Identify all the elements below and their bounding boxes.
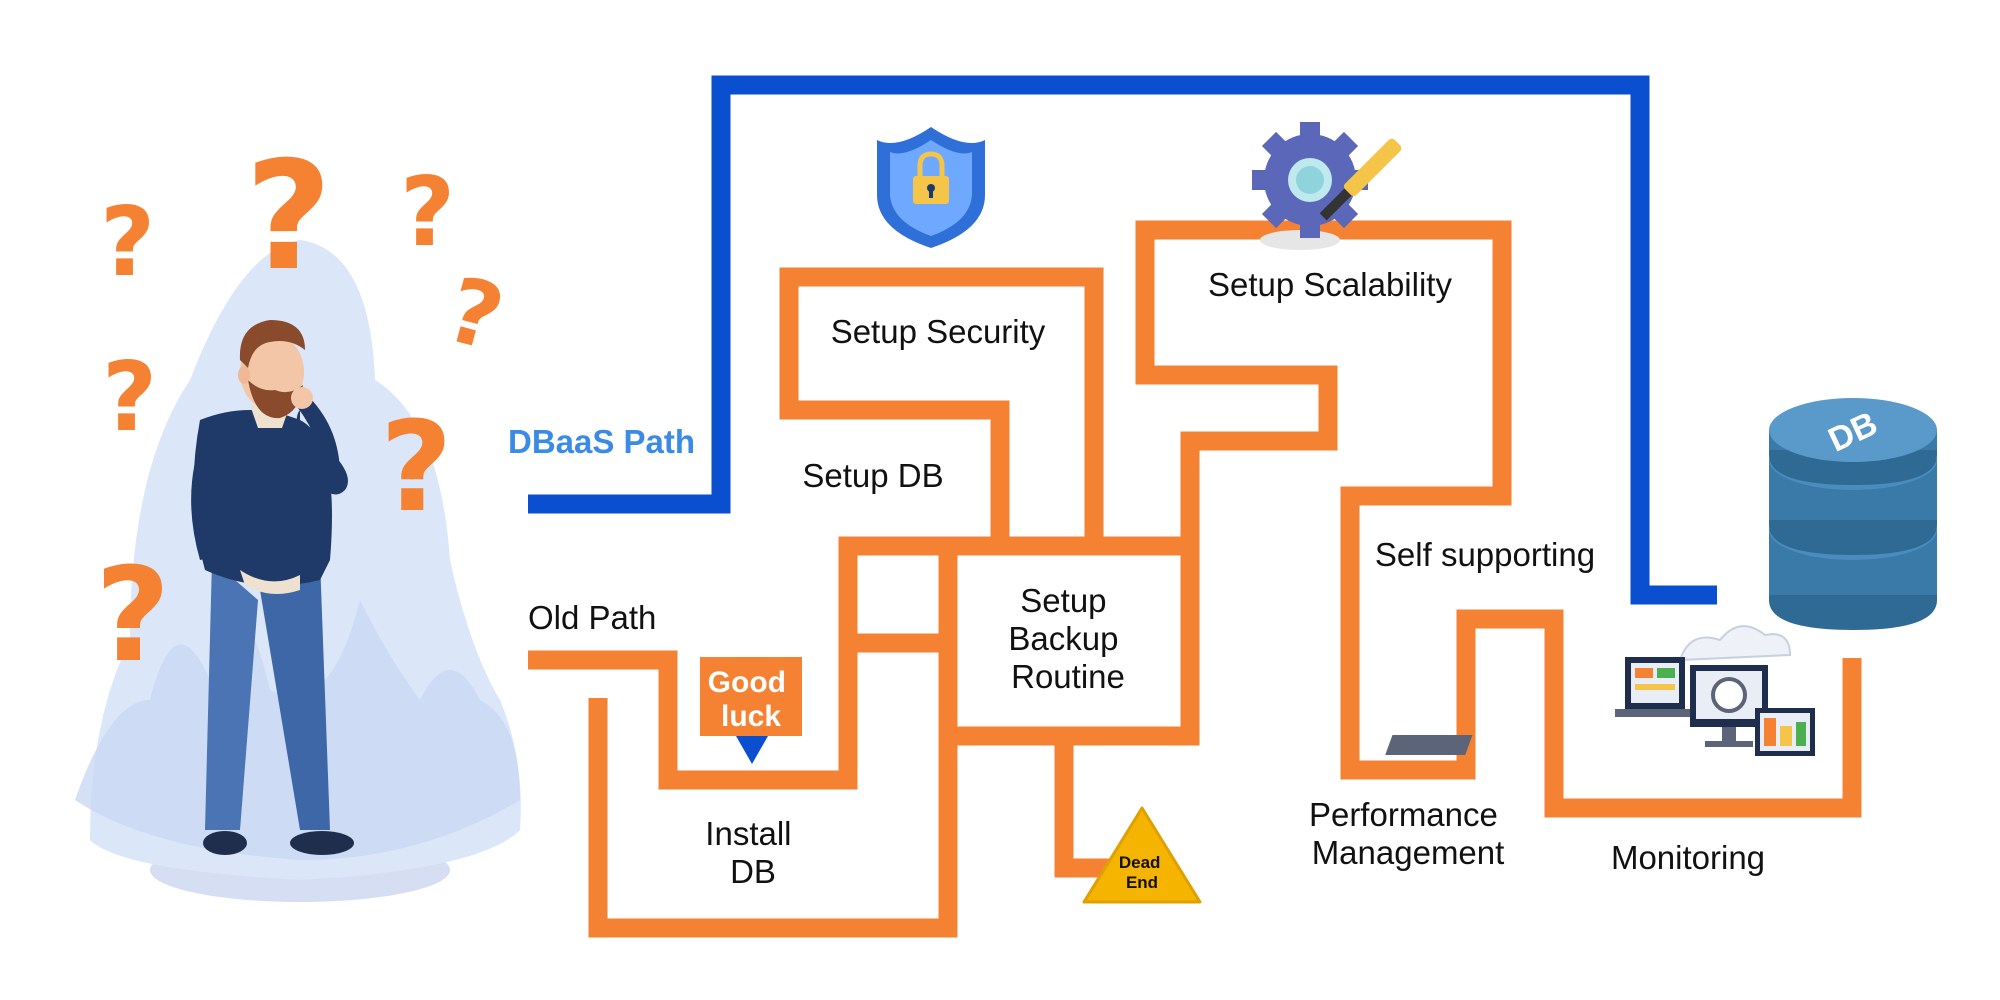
person-beard <box>248 380 303 419</box>
person-left-leg <box>205 560 258 830</box>
question-mark-icon: ? <box>95 539 170 691</box>
setup-scalability-label: Setup Scalability <box>1208 266 1452 303</box>
setup-backup-routine-label: Setup Backup Routine <box>1008 582 1127 695</box>
question-mark-icon: ? <box>436 257 514 372</box>
question-mark-icon: ? <box>100 188 155 298</box>
person-forearm <box>298 398 340 480</box>
question-mark-icon: ? <box>245 130 332 304</box>
database-cylinder-icon: DB <box>1769 398 1937 630</box>
old-path-label: Old Path <box>528 599 656 636</box>
person-right-shoe <box>290 831 354 855</box>
warning-triangle-icon <box>1082 806 1202 904</box>
person-hand <box>291 387 313 409</box>
question-mark-icon: ? <box>102 343 157 453</box>
maze-segment <box>588 698 958 938</box>
question-mark-icon: ? <box>380 395 453 540</box>
maze-segment <box>1135 220 1862 818</box>
person-hair <box>239 320 305 368</box>
thinking-person-illustration <box>75 240 521 902</box>
performance-management-label: Performance Management <box>1309 796 1507 871</box>
good-luck-text: Good luck <box>708 666 795 733</box>
shield-lock-icon <box>877 127 985 248</box>
self-supporting-label: Self supporting <box>1375 536 1595 573</box>
person-right-leg <box>255 560 330 830</box>
gear-wrench-icon <box>1252 122 1402 250</box>
dead-end-sign: Dead End <box>1082 806 1202 904</box>
good-luck-badge-box <box>700 657 802 736</box>
person-left-shoe <box>203 831 247 855</box>
dead-end-text: Dead End <box>1119 853 1165 892</box>
maze-segment <box>938 536 1200 746</box>
monitor-dashboard-icon <box>1385 625 1815 756</box>
install-db-label: Install DB <box>705 815 800 890</box>
dbaas-path-line <box>528 75 1717 605</box>
good-luck-pointer <box>736 736 768 764</box>
good-luck-badge: Good luck <box>700 657 802 764</box>
person-ear <box>238 366 250 384</box>
person-left-arm <box>191 430 225 560</box>
question-mark-icon: ? <box>400 158 455 268</box>
maze-segment <box>528 267 1104 790</box>
person-sweater <box>193 410 332 586</box>
dbaas-path-label: DBaaS Path <box>508 423 695 460</box>
person-shirt-hem <box>240 570 300 594</box>
monitoring-label: Monitoring <box>1611 839 1765 876</box>
setup-security-label: Setup Security <box>831 313 1046 350</box>
setup-db-label: Setup DB <box>802 457 943 494</box>
